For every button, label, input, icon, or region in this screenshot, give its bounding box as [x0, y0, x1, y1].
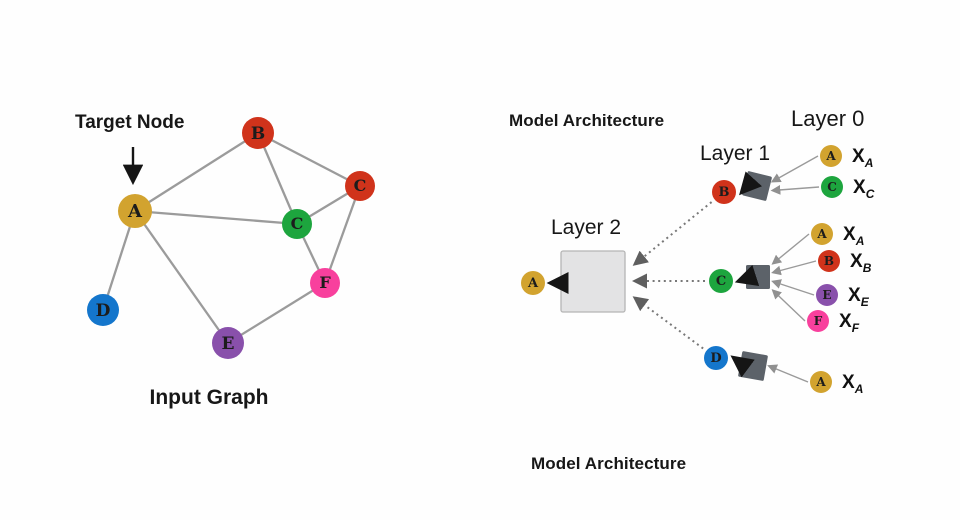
model-architecture-caption: Model Architecture — [531, 454, 687, 473]
input-arrow-F-to-C — [771, 289, 806, 322]
layer0-node-A — [820, 145, 842, 167]
graph-edge-A-E — [134, 210, 229, 344]
feature-label-x-A: XA — [843, 224, 864, 248]
graph-node-C — [282, 209, 312, 239]
layer0-node-A — [810, 371, 832, 393]
input-arrow-A-to-C — [771, 233, 810, 265]
graph-node-E — [212, 327, 244, 359]
graph-node-C — [345, 171, 375, 201]
layer0-node-F — [807, 310, 829, 332]
dotted-arrow-D-to-layer2 — [632, 296, 704, 350]
graph-node-D — [87, 294, 119, 326]
layer2-box — [560, 250, 626, 313]
input-arrow-E-to-C — [771, 279, 815, 296]
input-arrow-B-to-C — [771, 260, 817, 276]
feature-label-x-C: XC — [853, 177, 875, 201]
input-arrow-A-to-B — [770, 155, 819, 183]
graph-node-B — [242, 117, 274, 149]
feature-label-x-F: XF — [839, 311, 860, 335]
layer2-node-A — [521, 271, 545, 295]
aggregation-box-B — [742, 171, 772, 201]
layer1-label: Layer 1 — [700, 142, 771, 165]
output-arrow-to-D — [730, 355, 755, 378]
graph-edge-A-C — [134, 209, 298, 226]
layer2-label: Layer 2 — [551, 216, 622, 239]
aggregation-box-D — [738, 351, 768, 381]
layer0-label: Layer 0 — [791, 106, 865, 131]
feature-label-x-E: XE — [848, 285, 870, 309]
input-arrow-A-to-D — [767, 364, 809, 383]
graph-edge-E-F — [227, 282, 326, 344]
layer0-node-E — [816, 284, 838, 306]
feature-label-x-A: XA — [842, 372, 863, 396]
graph-node-F — [310, 268, 340, 298]
layer1-node-D — [704, 346, 728, 370]
graph-edge-B-C — [256, 132, 299, 225]
graph-node-A — [118, 194, 152, 228]
graph-edge-A-D — [101, 210, 137, 311]
graph-edge-A-B — [134, 132, 259, 212]
layer0-node-A — [811, 223, 833, 245]
output-arrow-to-C — [734, 265, 760, 287]
input-arrow-C-to-B — [770, 185, 820, 195]
feature-label-x-A: XA — [852, 146, 873, 170]
layer0-node-B — [818, 250, 840, 272]
feature-label-x-B: XB — [850, 251, 872, 275]
dotted-arrow-B-to-layer2 — [632, 201, 713, 266]
layer1-node-B — [712, 180, 736, 204]
aggregation-box-C — [746, 265, 770, 289]
graph-edge-C2-F — [323, 185, 362, 284]
target-node-label: Target Node — [75, 112, 185, 133]
layer0-node-C — [821, 176, 843, 198]
model-architecture-title: Model Architecture — [509, 111, 665, 130]
graph-edge-B-C2 — [257, 131, 361, 188]
layer1-node-C — [709, 269, 733, 293]
output-arrow-to-B — [739, 171, 763, 196]
input-graph-caption: Input Graph — [149, 386, 269, 409]
